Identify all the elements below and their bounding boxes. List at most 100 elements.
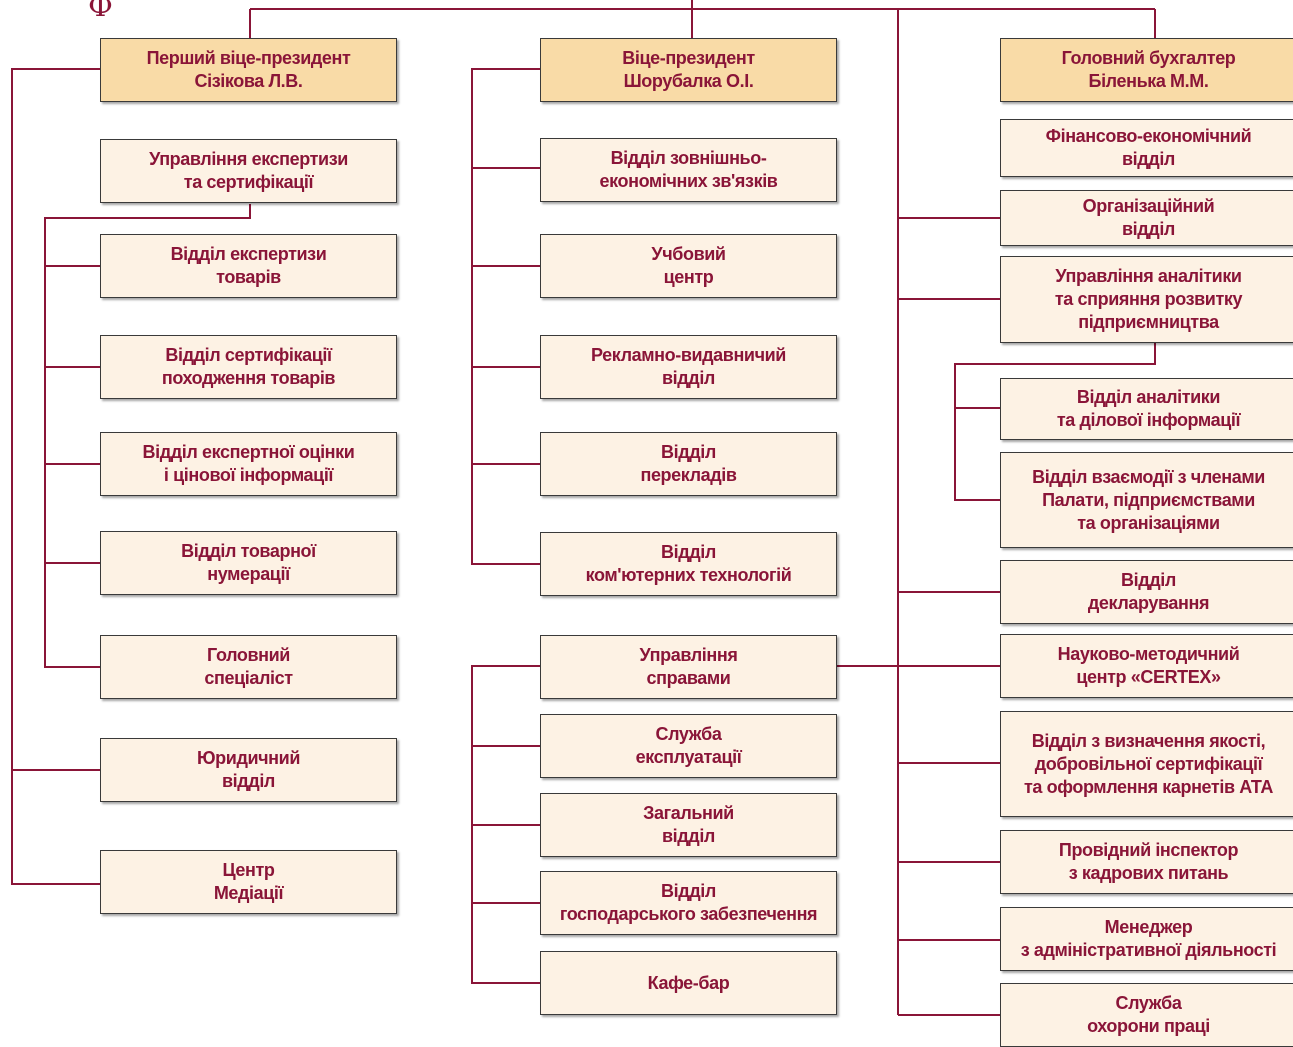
affairs-box[interactable]: Управління справами (540, 635, 837, 699)
box-line: декларування (1087, 593, 1210, 613)
first-vp-box[interactable]: Перший віце-президент Сізікова Л.В. (100, 38, 397, 102)
training-center-box[interactable]: Учбовий центр (540, 234, 837, 298)
box-line: Центр (222, 860, 275, 880)
supply-box[interactable]: Відділ господарського забезпечення (540, 871, 837, 935)
chief-specialist-box[interactable]: Головний спеціаліст (100, 635, 397, 699)
first-vp-name: Сізікова Л.В. (194, 71, 303, 91)
box-line: та сертифікації (183, 172, 314, 192)
chief-accountant-box[interactable]: Головний бухгалтер Біленька М.М. (1000, 38, 1293, 102)
chief-accountant-title: Головний бухгалтер (1061, 48, 1236, 68)
box-line: та ділової інформації (1056, 410, 1241, 430)
box-line: Управління (639, 645, 738, 665)
box-line: Фінансово-економічний (1045, 126, 1252, 146)
vp-box[interactable]: Віце-президент Шорубалка О.І. (540, 38, 837, 102)
box-line: відділ (1122, 219, 1175, 239)
box-line: походження товарів (161, 368, 336, 388)
box-line: Кафе-бар (647, 972, 730, 993)
box-line: Провідний інспектор (1058, 840, 1239, 860)
box-line: та організаціями (1077, 512, 1220, 533)
foreign-econ-box[interactable]: Відділ зовнішньо- економічних зв'язків (540, 138, 837, 202)
box-line: товарів (216, 267, 281, 287)
chief-accountant-name: Біленька М.М. (1088, 71, 1209, 91)
box-line: Учбовий (651, 244, 726, 264)
logo-icon: Ф (88, 0, 113, 20)
organizational-box[interactable]: Організаційний відділ (1000, 190, 1293, 246)
advertising-box[interactable]: Рекламно-видавничий відділ (540, 335, 837, 399)
box-line: охорони праці (1087, 1016, 1210, 1036)
box-line: Відділ (661, 442, 716, 462)
box-line: Головний (207, 645, 290, 665)
box-line: Організаційний (1082, 196, 1215, 216)
cafe-bar-box[interactable]: Кафе-бар (540, 951, 837, 1015)
right-bus-branches (898, 217, 1000, 1016)
origin-cert-box[interactable]: Відділ сертифікації походження товарів (100, 335, 397, 399)
box-line: економічних зв'язків (599, 171, 778, 191)
box-line: перекладів (640, 465, 737, 485)
box-line: центр «CERTEX» (1076, 667, 1221, 687)
labor-safety-box[interactable]: Служба охорони праці (1000, 983, 1293, 1047)
box-line: з кадрових питань (1068, 863, 1229, 883)
box-line: і цінової інформації (163, 465, 334, 485)
box-line: Рекламно-видавничий (591, 345, 786, 365)
box-line: та сприяння розвитку (1054, 289, 1243, 309)
goods-numbering-box[interactable]: Відділ товарної нумерації (100, 531, 397, 595)
box-line: Відділ взаємодії з членами (1032, 466, 1265, 487)
box-line: Служба (1115, 993, 1182, 1013)
box-line: Управління аналітики (1055, 266, 1242, 286)
box-line: Відділ аналітики (1076, 387, 1221, 407)
certex-box[interactable]: Науково-методичний центр «CERTEX» (1000, 634, 1293, 698)
hr-inspector-box[interactable]: Провідний інспектор з кадрових питань (1000, 830, 1293, 894)
analytics-info-box[interactable]: Відділ аналітики та ділової інформації (1000, 378, 1293, 440)
declaration-box[interactable]: Відділ декларування (1000, 560, 1293, 624)
box-line: справами (646, 668, 731, 688)
box-line: господарського забезпечення (559, 904, 818, 924)
quality-box[interactable]: Відділ з визначення якості, добровільної… (1000, 711, 1293, 817)
legal-box[interactable]: Юридичний відділ (100, 738, 397, 802)
box-line: Науково-методичний (1057, 644, 1240, 664)
mediation-box[interactable]: Центр Медіації (100, 850, 397, 914)
box-line: Менеджер (1104, 917, 1193, 937)
box-line: Юридичний (197, 748, 300, 768)
box-line: Відділ з визначення якості, (1031, 730, 1266, 751)
first-vp-title: Перший віце-президент (146, 48, 351, 68)
analytics-dept-connector (954, 343, 1156, 501)
box-line: спеціаліст (204, 668, 293, 688)
box-line: з адміністративної діяльності (1020, 940, 1277, 960)
computer-tech-box[interactable]: Відділ ком'ютерних технологій (540, 532, 837, 596)
box-line: відділ (222, 771, 275, 791)
box-line: Відділ зовнішньо- (610, 148, 767, 168)
vp-title: Віце-президент (622, 48, 755, 68)
box-line: Відділ експертної оцінки (142, 442, 355, 462)
maintenance-box[interactable]: Служба експлуатації (540, 714, 837, 778)
box-line: Управління експертизи (149, 149, 348, 169)
first-vp-connector (11, 68, 100, 885)
goods-expertise-box[interactable]: Відділ експертизи товарів (100, 234, 397, 298)
box-line: Відділ товарної (181, 541, 316, 561)
vp-name: Шорубалка О.І. (623, 71, 754, 91)
box-line: відділ (662, 826, 715, 846)
expertise-dept-connector (44, 204, 251, 668)
box-line: експлуатації (635, 747, 742, 767)
box-line: нумерації (207, 564, 290, 584)
members-box[interactable]: Відділ взаємодії з членами Палати, підпр… (1000, 452, 1293, 548)
box-line: підприємництва (1078, 312, 1219, 332)
box-line: Загальний (643, 803, 734, 823)
financial-box[interactable]: Фінансово-економічний відділ (1000, 119, 1293, 177)
expert-valuation-box[interactable]: Відділ експертної оцінки і цінової інфор… (100, 432, 397, 496)
box-line: Відділ (661, 881, 716, 901)
box-line: Відділ (1121, 570, 1176, 590)
affairs-connector (471, 665, 540, 984)
box-line: Медіації (213, 883, 284, 903)
box-line: Палати, підприємствами (1042, 489, 1255, 510)
translations-box[interactable]: Відділ перекладів (540, 432, 837, 496)
box-line: Відділ (661, 542, 716, 562)
vp-connector (471, 68, 540, 565)
general-dept-box[interactable]: Загальний відділ (540, 793, 837, 857)
box-line: ком'ютерних технологій (585, 565, 792, 585)
expertise-dept-box[interactable]: Управління експертизи та сертифікації (100, 139, 397, 203)
box-line: Відділ експертизи (170, 244, 327, 264)
analytics-dept-box[interactable]: Управління аналітики та сприяння розвитк… (1000, 256, 1293, 343)
admin-manager-box[interactable]: Менеджер з адміністративної діяльності (1000, 907, 1293, 971)
top-bus-line (249, 0, 1156, 1015)
